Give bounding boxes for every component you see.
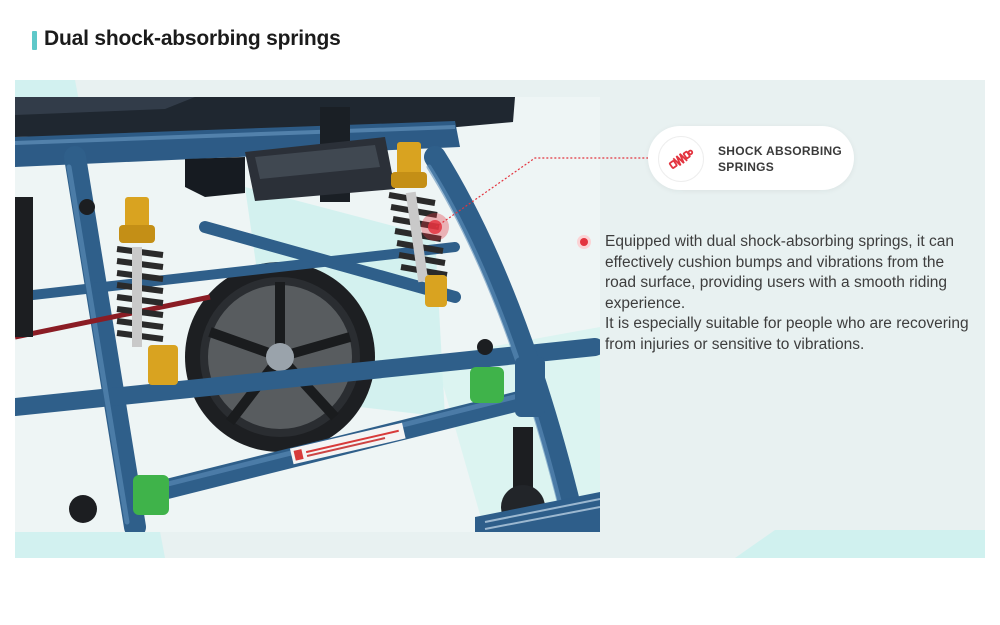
title-accent-bar xyxy=(32,31,37,50)
feature-callout: SHOCK ABSORBING SPRINGS xyxy=(648,126,854,190)
page-title: Dual shock-absorbing springs xyxy=(44,27,341,50)
product-photo xyxy=(15,97,600,532)
feature-description: Equipped with dual shock-absorbing sprin… xyxy=(605,232,975,355)
callout-label: SHOCK ABSORBING SPRINGS xyxy=(718,144,843,174)
description-paragraph: It is especially suitable for people who… xyxy=(605,315,969,353)
description-paragraph: Equipped with dual shock-absorbing sprin… xyxy=(605,233,954,312)
bullet-dot-icon xyxy=(577,235,591,249)
shock-absorber-icon xyxy=(658,136,704,182)
